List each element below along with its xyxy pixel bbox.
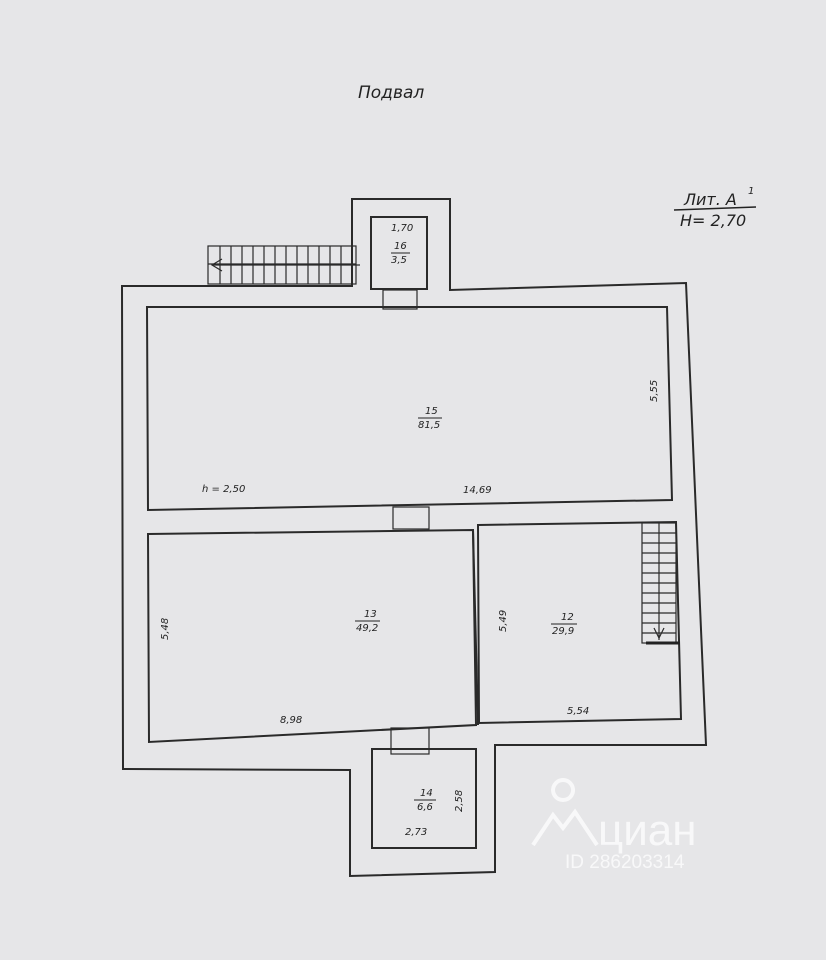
room-16-outline bbox=[370, 216, 428, 290]
dim-2-58: 2,58 bbox=[454, 790, 465, 812]
door-13-14 bbox=[390, 727, 430, 755]
dim-h-2-50: h = 2,50 bbox=[202, 484, 245, 495]
svg-text:3,5: 3,5 bbox=[391, 255, 407, 266]
svg-text:12: 12 bbox=[561, 612, 574, 623]
room-12-outline bbox=[476, 520, 683, 725]
door-15-13 bbox=[392, 506, 430, 530]
entrance-stair bbox=[207, 245, 360, 285]
watermark-brand: циан bbox=[598, 806, 697, 855]
height-label: H= 2,70 bbox=[680, 211, 746, 230]
watermark-id: ID 286203314 bbox=[565, 852, 685, 873]
lit-label: Лит. А bbox=[683, 190, 737, 209]
inner-stair bbox=[641, 522, 680, 645]
dim-2-73: 2,73 bbox=[405, 827, 427, 838]
svg-text:29,9: 29,9 bbox=[552, 626, 574, 637]
cian-watermark: циан ID 286203314 bbox=[531, 778, 697, 873]
door-16-15 bbox=[382, 289, 418, 310]
svg-text:13: 13 bbox=[364, 609, 377, 620]
room-14-outline bbox=[371, 748, 477, 849]
svg-text:14: 14 bbox=[420, 788, 433, 799]
dim-1-70: 1,70 bbox=[391, 223, 413, 234]
room-13-outline bbox=[146, 528, 478, 744]
level-header: Лит. А 1 H= 2,70 bbox=[673, 186, 757, 230]
outer-wall bbox=[120, 198, 708, 878]
svg-text:6,6: 6,6 bbox=[417, 802, 433, 813]
lit-superscript: 1 bbox=[748, 186, 754, 197]
room-13-label: 13 49,2 bbox=[355, 609, 380, 634]
svg-text:81,5: 81,5 bbox=[418, 420, 440, 431]
room-14-label: 14 6,6 bbox=[414, 788, 436, 813]
room-15-label: 15 81,5 bbox=[418, 406, 442, 431]
svg-text:15: 15 bbox=[425, 406, 438, 417]
dim-8-98: 8,98 bbox=[280, 715, 302, 726]
location-pin-icon bbox=[531, 778, 599, 847]
dim-5-54: 5,54 bbox=[567, 706, 589, 717]
dim-5-55: 5,55 bbox=[649, 380, 660, 402]
plan-title: Подвал bbox=[358, 83, 424, 103]
room-12-label: 12 29,9 bbox=[551, 612, 577, 637]
room-15-outline bbox=[145, 306, 674, 512]
room-16-label: 16 3,5 bbox=[391, 241, 410, 266]
dim-5-49: 5,49 bbox=[498, 610, 509, 632]
svg-text:49,2: 49,2 bbox=[356, 623, 378, 634]
dim-14-69: 14,69 bbox=[463, 485, 492, 496]
svg-text:16: 16 bbox=[394, 241, 407, 252]
dim-5-48: 5,48 bbox=[160, 618, 171, 640]
